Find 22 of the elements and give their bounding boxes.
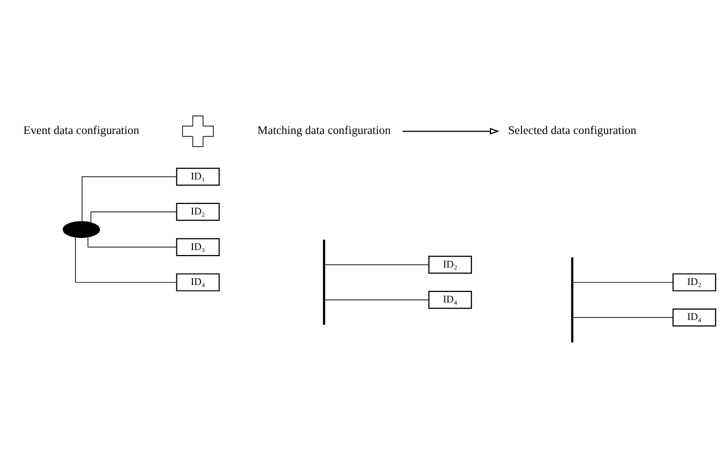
node-bar: [322, 240, 326, 325]
node-box: ID₃: [176, 238, 220, 256]
connector: [88, 236, 177, 248]
connector: [90, 212, 177, 223]
node-text: Event data configuration: [23, 124, 140, 138]
node-box: ID₂: [176, 202, 220, 221]
connector: [324, 264, 430, 266]
connector: [572, 282, 674, 283]
node-box: ID₄: [428, 290, 472, 309]
node-ellipse: [62, 221, 100, 238]
node-bar: [571, 257, 574, 342]
node-box: ID₂: [428, 256, 472, 274]
connector: [82, 176, 177, 222]
connector: [572, 317, 674, 318]
node-text: Selected data configuration: [508, 124, 636, 138]
node-box: ID₂: [672, 273, 716, 292]
node-text: Matching data configuration: [257, 124, 391, 138]
arrow: [402, 128, 500, 135]
connector: [75, 236, 177, 283]
node-box: ID₁: [176, 168, 220, 186]
node-box: ID₄: [176, 273, 220, 292]
node-box: ID₄: [672, 308, 716, 326]
